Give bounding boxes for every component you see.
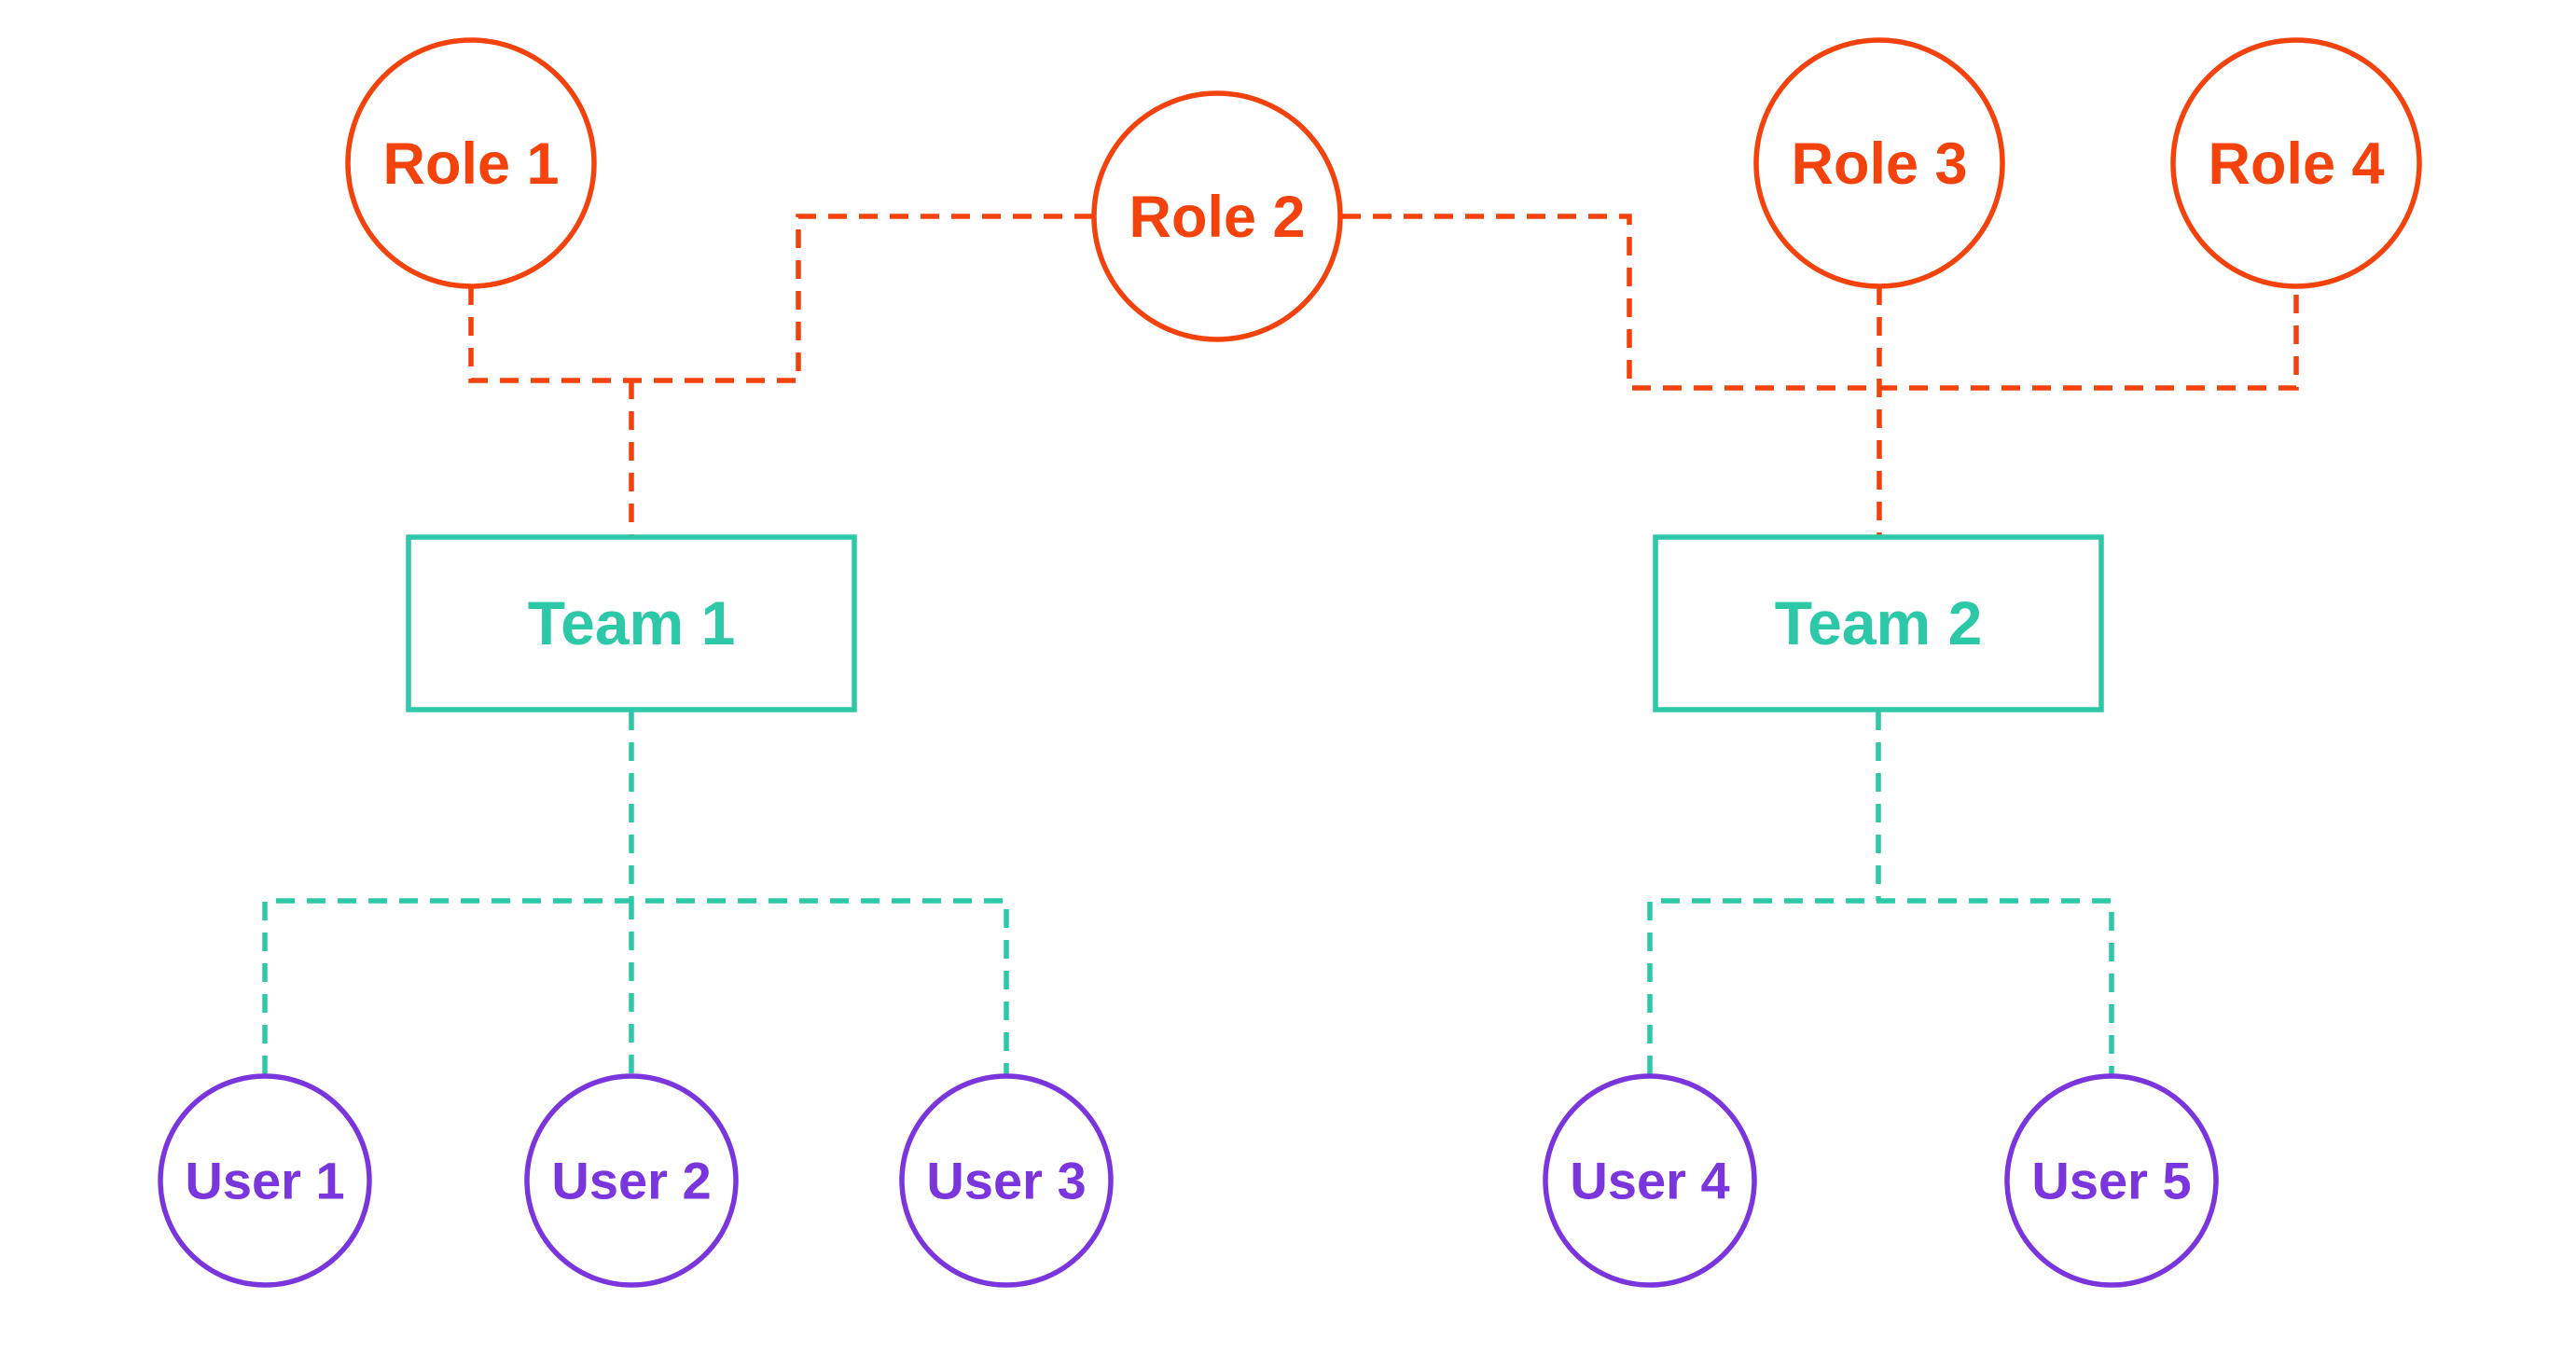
team-nodes: Team 1 Team 2	[406, 534, 2104, 712]
edge-role1-role2-to-team1-bus	[468, 214, 1092, 383]
team-1-node	[406, 534, 857, 712]
user-1-label: User 1	[185, 1152, 344, 1210]
role-4-node	[2170, 37, 2422, 289]
role-1-node	[345, 37, 597, 289]
user-4-label: User 4	[1570, 1152, 1729, 1210]
user-5-node	[2004, 1073, 2219, 1288]
user-5-label: User 5	[2031, 1152, 2191, 1210]
team-2-label: Team 2	[1775, 588, 1983, 657]
role-2-label: Role 2	[1129, 185, 1305, 250]
role-1-label: Role 1	[382, 131, 559, 197]
role-2-node	[1091, 90, 1343, 342]
edge-role2-role4-to-team2-bus	[1342, 214, 2299, 391]
role-3-label: Role 3	[1791, 131, 1967, 197]
user-3-label: User 3	[926, 1152, 1086, 1210]
team-1-label: Team 1	[528, 588, 736, 657]
role-4-label: Role 4	[2208, 131, 2384, 197]
user-4-node	[1543, 1073, 1757, 1288]
role-nodes: Role 1 Role 2 Role 3 Role 4	[345, 37, 2422, 342]
user-2-node	[524, 1073, 739, 1288]
edge-team2-users-bus	[1647, 898, 2114, 1074]
user-1-node	[158, 1073, 372, 1288]
role-3-node	[1753, 37, 2005, 289]
team-user-edges	[262, 712, 2114, 1074]
user-3-node	[899, 1073, 1114, 1288]
team-2-node	[1653, 534, 2104, 712]
user-2-label: User 2	[551, 1152, 711, 1210]
user-nodes: User 1 User 2 User 3 User 4 User 5	[158, 1073, 2219, 1288]
role-team-edges	[468, 214, 2299, 535]
edge-team1-users-bus	[262, 898, 1009, 1074]
